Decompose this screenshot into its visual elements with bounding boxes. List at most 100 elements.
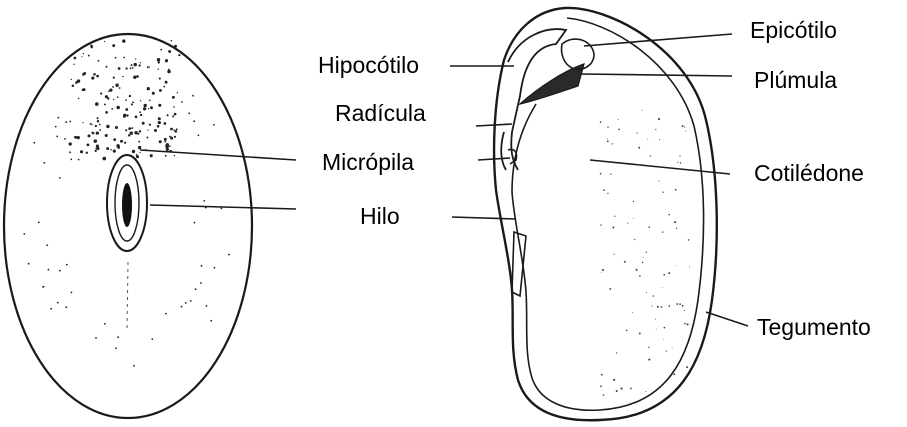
stipple-dot bbox=[682, 305, 684, 307]
stipple-dot bbox=[653, 295, 655, 297]
stipple-dot bbox=[117, 96, 119, 98]
stipple-dot bbox=[656, 329, 657, 330]
stipple-dot bbox=[123, 57, 125, 59]
stipple-dot bbox=[200, 282, 202, 284]
stipple-dot bbox=[171, 40, 173, 42]
stipple-dot bbox=[132, 101, 134, 103]
stipple-dot bbox=[129, 95, 131, 97]
stipple-dot bbox=[78, 159, 80, 161]
label-hilo: Hilo bbox=[360, 203, 400, 229]
stipple-dot bbox=[154, 129, 157, 132]
stipple-dot bbox=[158, 121, 161, 124]
stipple-dot bbox=[98, 60, 100, 62]
stipple-dot bbox=[174, 113, 177, 116]
cotyledon-stippling bbox=[600, 110, 690, 396]
stipple-dot bbox=[64, 138, 66, 140]
stipple-dot bbox=[666, 350, 667, 351]
stipple-dot bbox=[203, 200, 205, 202]
stipple-dot bbox=[192, 95, 194, 97]
stipple-dot bbox=[147, 129, 148, 130]
hilum-scar bbox=[122, 183, 132, 227]
stipple-dot bbox=[228, 254, 230, 256]
stipple-dot bbox=[71, 79, 72, 80]
stipple-dot bbox=[106, 125, 109, 128]
stipple-dot bbox=[651, 306, 652, 307]
stipple-dot bbox=[126, 114, 128, 116]
stipple-dot bbox=[602, 269, 604, 271]
stipple-dot bbox=[174, 130, 177, 133]
stipple-dot bbox=[97, 117, 99, 119]
stipple-dot bbox=[662, 231, 663, 232]
stipple-dot bbox=[69, 121, 71, 123]
stipple-dot bbox=[72, 84, 75, 87]
stipple-dot bbox=[603, 394, 604, 395]
leader-hilo-left bbox=[150, 205, 296, 209]
label-cotiledone: Cotilédone bbox=[754, 160, 864, 186]
stipple-dot bbox=[142, 122, 145, 125]
stipple-dot bbox=[74, 136, 76, 138]
stipple-dot bbox=[648, 347, 649, 348]
stipple-dot bbox=[685, 131, 686, 132]
stipple-dot bbox=[638, 147, 640, 149]
stipple-dot bbox=[188, 112, 190, 114]
stipple-dot bbox=[111, 108, 113, 110]
stipple-dot bbox=[132, 150, 135, 153]
stipple-dot bbox=[174, 45, 177, 48]
stipple-dot bbox=[100, 92, 102, 94]
stipple-dot bbox=[113, 99, 114, 100]
stipple-dot bbox=[616, 352, 617, 353]
stipple-dot bbox=[177, 92, 178, 93]
stipple-dot bbox=[43, 286, 45, 288]
stipple-dot bbox=[181, 101, 183, 103]
stipple-dot bbox=[172, 115, 174, 117]
stipple-dot bbox=[675, 189, 677, 191]
stipple-dot bbox=[646, 292, 647, 293]
stipple-dot bbox=[679, 156, 680, 157]
stipple-dot bbox=[676, 303, 678, 305]
stipple-dot bbox=[170, 128, 173, 131]
stipple-dot bbox=[134, 131, 137, 134]
stipple-dot bbox=[676, 228, 677, 229]
stipple-dot bbox=[106, 147, 109, 150]
stipple-dot bbox=[88, 55, 90, 57]
stipple-dot bbox=[176, 128, 178, 130]
stipple-dot bbox=[677, 162, 678, 163]
stipple-dot bbox=[115, 83, 118, 86]
stipple-dot bbox=[643, 257, 644, 258]
leader-cotiledone bbox=[590, 160, 730, 174]
stipple-dot bbox=[639, 332, 641, 334]
stipple-dot bbox=[185, 302, 187, 304]
stipple-dot bbox=[139, 111, 141, 113]
stipple-dot bbox=[94, 139, 98, 143]
leader-micropila bbox=[478, 158, 510, 160]
stipple-dot bbox=[600, 224, 601, 225]
stipple-dot bbox=[158, 117, 161, 120]
stipple-dot bbox=[166, 143, 170, 147]
cotyledon-outline bbox=[512, 18, 704, 410]
stipple-dot bbox=[125, 99, 127, 101]
stipple-dot bbox=[674, 221, 676, 223]
stipple-dot bbox=[213, 124, 215, 126]
stipple-dot bbox=[610, 174, 611, 175]
stipple-dot bbox=[680, 162, 681, 163]
stipple-dot bbox=[125, 129, 127, 131]
stipple-dot bbox=[119, 87, 121, 89]
stipple-dot bbox=[148, 108, 149, 109]
stipple-dot bbox=[104, 323, 106, 325]
stipple-dot bbox=[133, 63, 136, 66]
stipple-dot bbox=[165, 81, 168, 84]
stipple-dot bbox=[607, 126, 609, 128]
stipple-dot bbox=[612, 143, 613, 144]
stipple-dot bbox=[140, 100, 141, 101]
label-tegumento: Tegumento bbox=[757, 314, 871, 340]
label-radicula: Radícula bbox=[335, 100, 426, 126]
stipple-dot bbox=[627, 223, 628, 224]
stipple-dot bbox=[650, 155, 651, 156]
stipple-dot bbox=[609, 288, 611, 290]
stipple-dot bbox=[620, 388, 622, 390]
stipple-dot bbox=[97, 120, 100, 123]
stipple-dot bbox=[632, 312, 633, 313]
stipple-dot bbox=[78, 98, 80, 100]
stipple-dot bbox=[80, 150, 83, 153]
stipple-dot bbox=[143, 104, 146, 107]
